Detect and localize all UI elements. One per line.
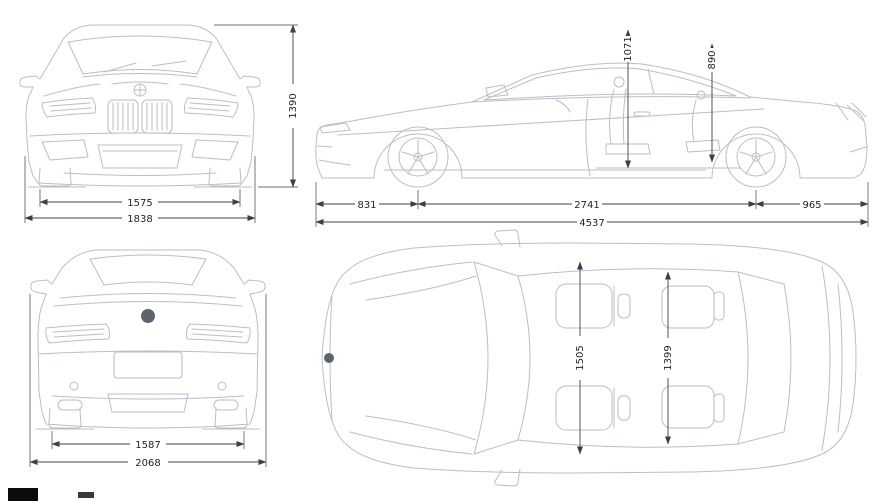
top-rear-interior-width-value: 1399	[663, 345, 674, 370]
rear-roundel-badge-icon	[141, 309, 155, 323]
front-view: 1575 1838 1390	[19, 24, 299, 225]
cropped-artifact-mark	[78, 492, 94, 498]
front-wheel	[387, 126, 449, 188]
license-plate-recess	[113, 351, 183, 379]
rear-overall-width-dimension: 2068	[29, 294, 267, 469]
rear-track-width-value: 1587	[135, 440, 160, 451]
rear-view-car-drawing	[30, 249, 266, 430]
front-overall-height-value: 1390	[288, 93, 299, 118]
side-mirror	[485, 84, 509, 98]
top-roundel-badge-icon	[324, 353, 334, 363]
rear-seat-right	[661, 385, 715, 429]
top-front-interior-width-dimension: 1505	[574, 261, 586, 455]
door-handle	[633, 111, 651, 117]
top-mirror-right	[494, 468, 521, 487]
top-mirror-left	[494, 229, 521, 248]
top-rear-interior-width-dimension: 1399	[662, 271, 674, 445]
front-overall-width-dimension: 1838	[24, 156, 256, 225]
exhaust-right	[213, 399, 239, 411]
side-rear-headroom-dimension: 890	[706, 43, 718, 163]
rear-overall-width-value: 2068	[135, 458, 160, 469]
front-view-car-drawing	[19, 24, 261, 188]
side-front-overhang-value: 831	[357, 200, 376, 211]
front-seat-left	[555, 283, 613, 329]
top-view: 1505 1399	[321, 229, 857, 487]
side-overall-length-value: 4537	[579, 218, 604, 229]
side-view: 1071 890 831 2741 965 4537	[315, 29, 869, 229]
front-overall-height-dimension: 1390	[214, 24, 299, 188]
rear-wheel	[725, 126, 787, 188]
side-view-car-drawing	[315, 62, 868, 188]
front-track-width-dimension: 1575	[39, 189, 241, 209]
rear-seat-left	[661, 285, 715, 329]
rear-view: 1587 2068	[29, 249, 267, 469]
front-track-width-value: 1575	[127, 198, 152, 209]
cropped-artifact-swatch	[8, 488, 38, 501]
side-wheelbase-value: 2741	[574, 200, 599, 211]
side-rear-overhang-value: 965	[802, 200, 821, 211]
top-view-car-drawing	[321, 229, 857, 487]
side-rear-headroom-value: 890	[707, 50, 718, 69]
top-front-interior-width-value: 1505	[575, 345, 586, 370]
side-front-headroom-value: 1071	[623, 36, 634, 61]
side-length-dimensions: 831 2741 965 4537	[315, 182, 869, 229]
exhaust-left	[57, 399, 83, 411]
rear-track-width-dimension: 1587	[51, 431, 245, 451]
side-front-headroom-dimension: 1071	[622, 29, 634, 169]
front-seat-right	[555, 385, 613, 431]
front-overall-width-value: 1838	[127, 214, 152, 225]
